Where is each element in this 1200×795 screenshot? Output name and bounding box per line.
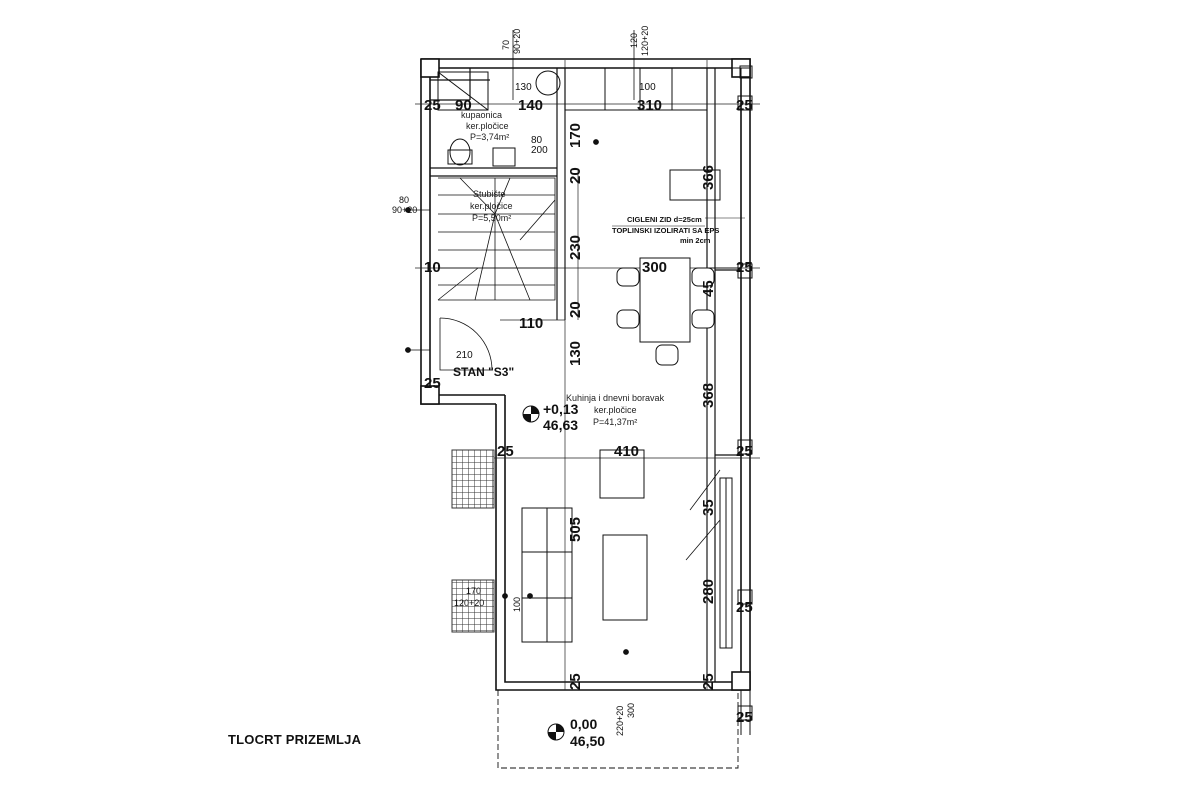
dim-25a: 25 (424, 97, 441, 114)
dim-210: 210 (456, 350, 473, 361)
dim-80a: 80 (531, 135, 543, 146)
dim-25g: 25 (424, 375, 441, 392)
dim-25h: 25 (736, 97, 753, 114)
dim-140: 140 (518, 97, 543, 114)
level-marker-interior (522, 405, 540, 423)
dim-130-mid: 130 (567, 341, 584, 366)
dim-110: 110 (519, 315, 543, 332)
svg-text:min 2cm: min 2cm (680, 236, 711, 245)
terrace-outline (497, 690, 739, 769)
living-furniture (521, 449, 733, 649)
svg-text:0,00: 0,00 (570, 716, 597, 732)
wall-note: CIGLENI ZID d=25cm TOPLINSKI IZOLIRATI S… (612, 215, 745, 245)
dim-90p20b: 90+20 (392, 205, 417, 215)
dim-170b: 170 (466, 586, 481, 596)
bathroom-fixtures (437, 70, 561, 167)
dim-368: 368 (700, 383, 717, 408)
svg-text:TOPLINSKI IZOLIRATI SA EPS: TOPLINSKI IZOLIRATI SA EPS (612, 226, 719, 235)
staircase (437, 177, 556, 301)
dim-45: 45 (700, 280, 717, 297)
dim-25e: 25 (567, 673, 584, 690)
kitchen-counter (564, 67, 742, 269)
dim-200: 200 (531, 145, 548, 156)
svg-text:kupaonica: kupaonica (461, 110, 502, 120)
dim-505: 505 (567, 517, 584, 542)
svg-text:+0,13: +0,13 (543, 401, 579, 417)
dim-25d: 25 (736, 443, 753, 460)
svg-text:P=41,37m²: P=41,37m² (593, 417, 637, 427)
dim-25b: 25 (736, 259, 753, 276)
dim-120p20: 120+20 (640, 26, 650, 56)
svg-text:CIGLENI ZID d=25cm: CIGLENI ZID d=25cm (627, 215, 702, 224)
level-interior: +0,13 46,63 (543, 401, 579, 433)
dim-300: 300 (642, 259, 667, 276)
dim-90p20: 90+20 (512, 29, 522, 54)
dim-20b: 20 (567, 301, 584, 318)
svg-text:P=5,50m²: P=5,50m² (472, 213, 511, 223)
dim-100b: 100 (512, 597, 522, 612)
apartment-label: STAN "S3" (453, 365, 514, 379)
svg-text:ker.pločice: ker.pločice (466, 121, 509, 131)
dim-300b: 300 (626, 703, 636, 718)
svg-text:46,50: 46,50 (570, 733, 605, 749)
room-label-living: Kuhinja i dnevni boravak ker.pločice P=4… (566, 393, 665, 427)
dim-130-top: 130 (515, 82, 532, 93)
dim-80b: 80 (399, 195, 409, 205)
dim-220p20: 220+20 (615, 706, 625, 736)
level-marker-terrace (547, 723, 565, 741)
dining-table (616, 257, 715, 366)
dim-410: 410 (614, 443, 639, 460)
dim-366: 366 (700, 165, 717, 190)
svg-text:P=3,74m²: P=3,74m² (470, 132, 509, 142)
dim-170: 170 (567, 123, 584, 148)
svg-text:ker.pločice: ker.pločice (594, 405, 637, 415)
room-label-stairs: Stubište ker.pločice P=5,50m² (470, 189, 513, 223)
door-swings (439, 317, 721, 561)
dim-100: 100 (639, 82, 656, 93)
svg-text:46,63: 46,63 (543, 417, 578, 433)
dim-280: 280 (700, 579, 717, 604)
dim-25c: 25 (497, 443, 514, 460)
dim-310: 310 (637, 97, 662, 114)
svg-text:ker.pločice: ker.pločice (470, 201, 513, 211)
entrance-pavers (451, 449, 495, 633)
dim-25f: 25 (700, 673, 717, 690)
dim-230: 230 (567, 235, 584, 260)
dim-10: 10 (424, 259, 441, 276)
dim-70: 70 (501, 40, 511, 50)
room-label-bathroom: kupaonica ker.pločice P=3,74m² (461, 110, 509, 142)
dim-90: 90 (455, 97, 472, 114)
svg-text:Stubište: Stubište (473, 189, 506, 199)
dim-35: 35 (700, 499, 717, 516)
dim-20a: 20 (567, 167, 584, 184)
dimension-labels: 25 90 140 130 310 100 80 200 80 90+20 10… (392, 26, 753, 736)
dim-25j: 25 (736, 709, 753, 726)
plan-caption: TLOCRT PRIZEMLJA (228, 732, 362, 747)
svg-text:Kuhinja i dnevni boravak: Kuhinja i dnevni boravak (566, 393, 665, 403)
dim-120p20b: 120+20 (454, 598, 484, 608)
dim-120: 120 (629, 33, 639, 48)
level-terrace: 0,00 46,50 (570, 716, 605, 749)
dim-25i: 25 (736, 599, 753, 616)
